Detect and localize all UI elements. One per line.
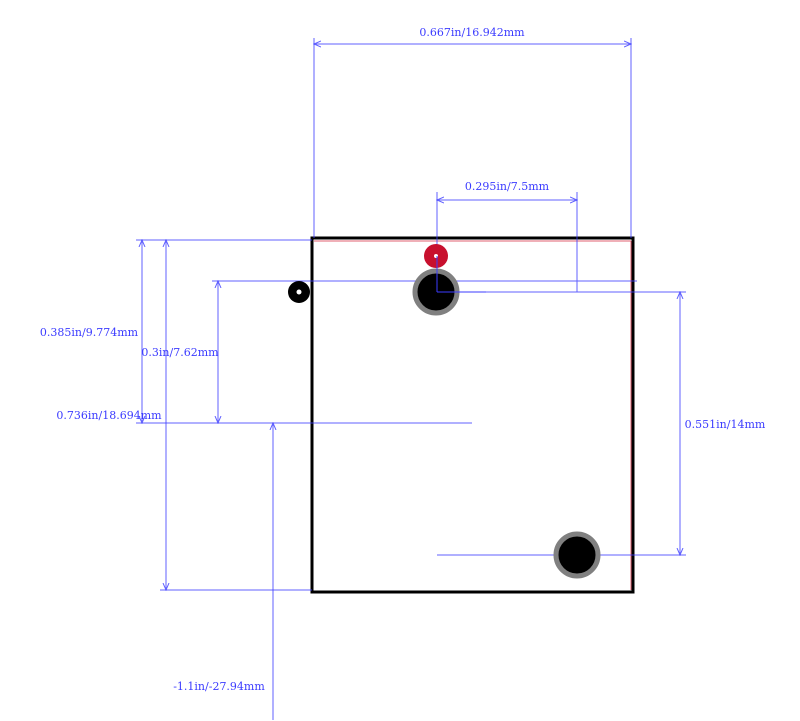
label-height-total: 0.736in/18.694mm — [56, 409, 162, 422]
label-height-to-row: 0.385in/9.774mm — [40, 326, 139, 339]
label-width-total: 0.667in/16.942mm — [419, 26, 525, 39]
origin-hole — [296, 289, 302, 295]
component-outline — [310, 236, 635, 594]
label-row-offset: 0.3in/7.62mm — [141, 346, 219, 359]
label-origin-offset: -1.1in/-27.94mm — [173, 680, 265, 693]
label-pin-spacing-x: 0.295in/7.5mm — [465, 180, 550, 193]
pad-2 — [553, 531, 601, 579]
label-pin-spacing-y: 0.551in/14mm — [685, 418, 766, 431]
